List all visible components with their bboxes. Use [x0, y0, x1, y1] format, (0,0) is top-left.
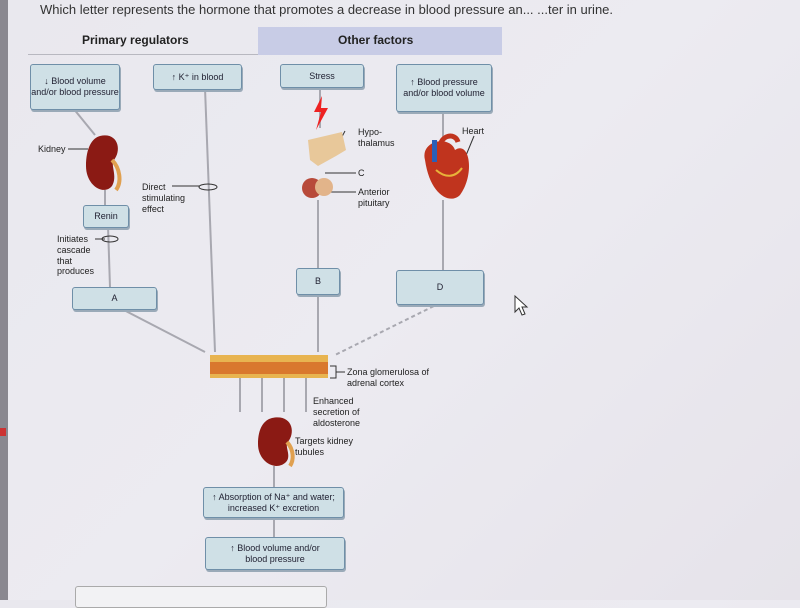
label-kidney: Kidney	[38, 144, 66, 154]
renin-box: Renin	[83, 205, 129, 228]
header-other-factors: Other factors	[338, 33, 414, 47]
label-anterior-pituitary: Anterior pituitary	[358, 187, 390, 208]
label-zona-glomerulosa: Zona glomerulosa of adrenal cortex	[347, 367, 430, 388]
label-enhanced-secretion: Enhanced secretion of aldosterone	[313, 396, 361, 428]
left-edge-strip	[0, 0, 8, 600]
mouse-cursor-icon	[514, 294, 529, 316]
label-hypothalamus: Hypo-thalamus	[358, 127, 395, 148]
stress-box: Stress	[280, 64, 364, 88]
pituitary-icon	[302, 178, 333, 198]
hypothalamus-icon	[308, 132, 346, 166]
header-divider	[28, 54, 258, 55]
answer-input-partial[interactable]	[75, 586, 327, 608]
absorption-box: ↑ Absorption of Na⁺ and water; increased…	[203, 487, 344, 518]
label-c: C	[358, 168, 365, 178]
answer-box-a: A	[72, 287, 157, 310]
heart-icon	[424, 133, 470, 199]
label-heart: Heart	[462, 126, 485, 136]
answer-box-d: D	[396, 270, 484, 305]
left-edge-marker	[0, 428, 6, 436]
low-blood-volume-box: ↓ Blood volume and/or blood pressure	[30, 64, 120, 110]
high-k-blood-box: ↑ K⁺ in blood	[153, 64, 242, 90]
label-direct-effect: Direct stimulating effect	[142, 182, 186, 214]
result-box: ↑ Blood volume and/or blood pressure	[205, 537, 345, 570]
other-factors-band	[258, 27, 502, 55]
target-kidney-icon	[258, 417, 295, 468]
answer-box-b: B	[296, 268, 340, 295]
label-initiates-cascade: Initiates cascade that produces	[57, 234, 95, 277]
high-blood-pressure-box: ↑ Blood pressure and/or blood volume	[396, 64, 492, 112]
question-text: Which letter represents the hormone that…	[40, 2, 614, 17]
label-targets-kidney: Targets kidney tubules	[295, 436, 354, 457]
kidney-icon	[86, 135, 122, 192]
header-primary-regulators: Primary regulators	[82, 33, 189, 47]
stress-lightning-icon	[314, 96, 328, 130]
adrenal-cortex-icon	[210, 355, 328, 378]
